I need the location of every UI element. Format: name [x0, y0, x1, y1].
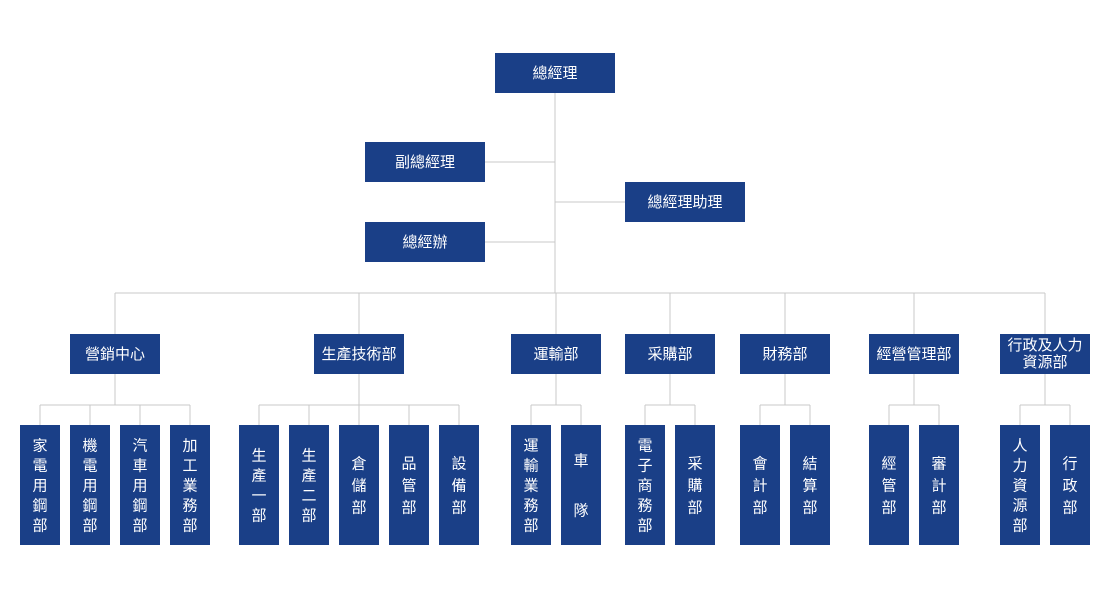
dept-box-finance: 財務部: [740, 334, 830, 374]
deputy-gm-box: 副總經理: [365, 142, 485, 182]
dept-label-admin-line1: 行政及人力: [1007, 336, 1082, 354]
sub-dept-box-production-0: 生產一部: [239, 425, 279, 545]
sub-dept-box-marketing-2: 汽車用鋼部: [120, 425, 160, 545]
sub-dept-label-transport-1: 車隊: [573, 451, 588, 519]
sub-dept-label-production-2: 倉儲部: [351, 454, 366, 516]
sub-dept-label-management-1: 審計部: [931, 454, 946, 516]
sub-dept-label-production-1: 生產二部: [301, 446, 316, 524]
dept-label-admin-line2: 資源部: [1022, 353, 1067, 371]
deputy-gm-label: 副總經理: [395, 153, 455, 171]
gm-office-label: 總經辦: [402, 233, 447, 251]
dept-box-transport: 運輸部: [511, 334, 601, 374]
sub-dept-label-admin-0: 人力資源部: [1012, 436, 1027, 534]
sub-dept-label-marketing-2: 汽車用鋼部: [132, 436, 147, 534]
sub-dept-box-marketing-1: 機電用鋼部: [70, 425, 110, 545]
dept-label-management: 經營管理部: [876, 345, 951, 363]
sub-dept-box-finance-1: 結算部: [790, 425, 830, 545]
sub-dept-box-production-1: 生產二部: [289, 425, 329, 545]
gm-assistant-box: 總經理助理: [625, 182, 745, 222]
sub-dept-box-management-1: 審計部: [919, 425, 959, 545]
sub-dept-label-management-0: 經管部: [881, 454, 896, 516]
sub-dept-label-admin-1: 行政部: [1062, 454, 1077, 516]
dept-label-purchasing: 采購部: [647, 345, 692, 363]
sub-dept-box-transport-1: 車隊: [561, 425, 601, 545]
sub-dept-box-production-2: 倉儲部: [339, 425, 379, 545]
dept-label-finance: 財務部: [762, 345, 807, 363]
sub-dept-box-marketing-3: 加工業務部: [170, 425, 210, 545]
gm-assistant-label: 總經理助理: [647, 193, 722, 211]
sub-dept-box-purchasing-0: 電子商務部: [625, 425, 665, 545]
sub-dept-label-marketing-1: 機電用鋼部: [82, 436, 97, 534]
sub-dept-label-production-3: 品管部: [401, 454, 416, 516]
sub-dept-label-purchasing-0: 電子商務部: [637, 436, 652, 534]
sub-dept-box-admin-1: 行政部: [1050, 425, 1090, 545]
sub-dept-label-transport-0: 運輸業務部: [523, 436, 538, 534]
dept-box-purchasing: 采購部: [625, 334, 715, 374]
dept-box-production: 生產技術部: [314, 334, 404, 374]
sub-dept-label-finance-1: 結算部: [802, 454, 817, 516]
gm-office-box: 總經辦: [365, 222, 485, 262]
dept-label-marketing: 營銷中心: [85, 345, 145, 363]
sub-dept-box-admin-0: 人力資源部: [1000, 425, 1040, 545]
connector-lines: [39, 93, 1071, 425]
sub-dept-label-production-0: 生產一部: [251, 446, 266, 524]
dept-label-production: 生產技術部: [321, 345, 396, 363]
sub-dept-box-production-4: 設備部: [439, 425, 479, 545]
ceo-box: 總經理: [495, 53, 615, 93]
sub-dept-label-marketing-0: 家電用鋼部: [32, 436, 47, 534]
sub-dept-box-finance-0: 會計部: [740, 425, 780, 545]
sub-dept-box-purchasing-1: 采購部: [675, 425, 715, 545]
dept-label-transport: 運輸部: [533, 345, 578, 363]
sub-dept-label-purchasing-1: 采購部: [687, 454, 702, 516]
sub-dept-label-marketing-3: 加工業務部: [182, 436, 197, 534]
sub-dept-label-production-4: 設備部: [451, 454, 466, 516]
sub-dept-label-finance-0: 會計部: [752, 454, 767, 516]
dept-box-management: 經營管理部: [869, 334, 959, 374]
sub-dept-box-transport-0: 運輸業務部: [511, 425, 551, 545]
sub-dept-box-management-0: 經管部: [869, 425, 909, 545]
sub-dept-box-production-3: 品管部: [389, 425, 429, 545]
dept-box-marketing: 營銷中心: [70, 334, 160, 374]
ceo-label: 總經理: [532, 64, 577, 82]
sub-dept-box-marketing-0: 家電用鋼部: [20, 425, 60, 545]
